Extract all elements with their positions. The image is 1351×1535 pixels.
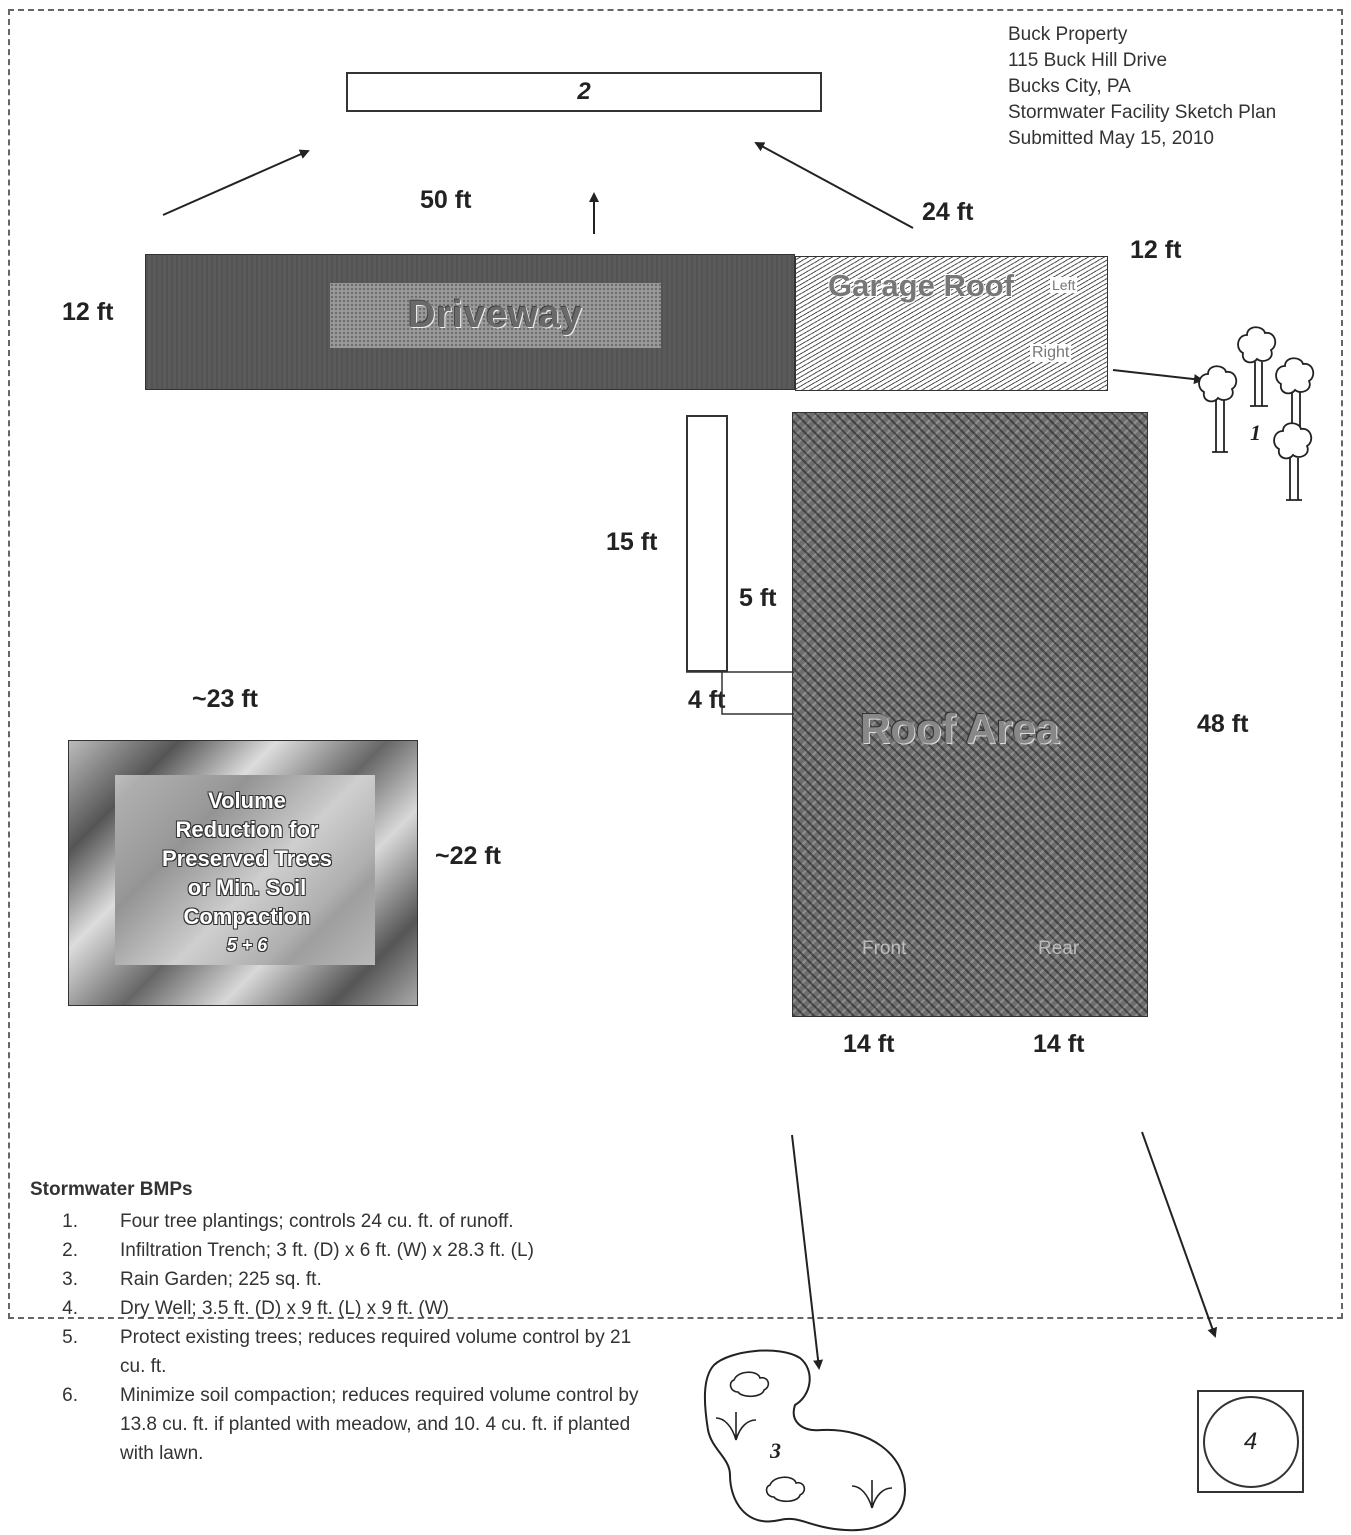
title-line-3: Bucks City, PA — [1008, 76, 1131, 97]
bmp-item-number: 1. — [62, 1211, 78, 1232]
bmp-item: 2. Infiltration Trench; 3 ft. (D) x 6 ft… — [30, 1236, 640, 1265]
roof-rear-label: Rear — [1038, 938, 1080, 959]
bmp-item-number: 2. — [62, 1240, 78, 1261]
dim-gutter-width: 4 ft — [688, 686, 726, 714]
bmp-item-number: 3. — [62, 1269, 78, 1290]
trees-number: 1 — [1250, 420, 1261, 445]
dry-well: 4 — [1197, 1390, 1304, 1493]
volume-line-1: Volume — [208, 788, 286, 813]
bmp-item-text: Minimize soil compaction; reduces requir… — [120, 1385, 639, 1464]
flow-arrow-trees — [1112, 369, 1204, 385]
driveway-label-panel: Driveway — [330, 283, 661, 348]
bmp-item: 6. Minimize soil compaction; reduces req… — [30, 1381, 640, 1468]
dry-well-circle: 4 — [1202, 1395, 1299, 1488]
roof-area-label: Roof Area — [860, 705, 1060, 752]
dim-garage-length: 24 ft — [922, 198, 974, 226]
bmp-item: 3. Rain Garden; 225 sq. ft. — [30, 1265, 640, 1294]
volume-reduction-label: Volume Reduction for Preserved Trees or … — [118, 786, 376, 960]
garage-roof-label: Garage Roof — [828, 268, 1015, 303]
roof-front-label: Front — [862, 938, 907, 959]
volume-line-6: 5 + 6 — [226, 935, 268, 955]
roof-area — [792, 412, 1148, 1017]
dim-garage-width: 12 ft — [1130, 236, 1182, 264]
dim-roof-rear-width: 14 ft — [1033, 1030, 1085, 1058]
garage-left-label: Left — [1050, 277, 1078, 293]
shrub-icon — [729, 1371, 770, 1398]
property-boundary — [8, 9, 1343, 1319]
bmp-legend-title: Stormwater BMPs — [30, 1179, 193, 1200]
flow-arrow-left — [162, 149, 310, 216]
trench-number: 2 — [577, 78, 591, 105]
title-line-4: Stormwater Facility Sketch Plan — [1008, 102, 1277, 123]
dim-gutter-to-roof: 5 ft — [739, 584, 777, 612]
flow-arrow-rain-garden — [791, 1134, 824, 1370]
flow-arrow-right — [754, 142, 914, 229]
dim-roof-front-width: 14 ft — [843, 1030, 895, 1058]
title-block: Buck Property 115 Buck Hill Drive Bucks … — [1008, 22, 1276, 152]
shrub-icon — [765, 1476, 806, 1503]
bmp-item: 1. Four tree plantings; controls 24 cu. … — [30, 1207, 640, 1236]
dim-roof-length: 48 ft — [1197, 710, 1249, 738]
tree-icon — [1237, 326, 1277, 407]
title-line-1: Buck Property — [1008, 24, 1128, 45]
title-line-2: 115 Buck Hill Drive — [1008, 50, 1168, 71]
bmp-item-number: 5. — [62, 1327, 78, 1348]
volume-line-5: Compaction — [183, 904, 311, 929]
dim-volume-height: ~22 ft — [435, 842, 502, 870]
volume-line-3: Preserved Trees — [161, 846, 333, 871]
tree-icon — [1198, 365, 1238, 453]
grass-icon — [715, 1412, 757, 1441]
dim-driveway-width: 12 ft — [62, 298, 114, 326]
tree-icon — [1273, 422, 1313, 501]
bmp-item: 5. Protect existing trees; reduces requi… — [30, 1323, 640, 1381]
bmp-item-number: 4. — [62, 1298, 78, 1319]
garage-right-label: Right — [1030, 344, 1072, 362]
grass-icon — [851, 1480, 893, 1509]
dry-well-number: 4 — [1243, 1427, 1258, 1455]
bmp-item-text: Four tree plantings; controls 24 cu. ft.… — [120, 1211, 514, 1232]
volume-line-4: or Min. Soil — [187, 875, 307, 900]
volume-line-2: Reduction for — [175, 817, 319, 842]
bmp-item-text: Protect existing trees; reduces required… — [120, 1327, 632, 1377]
dim-volume-width: ~23 ft — [192, 685, 259, 713]
rain-garden-number: 3 — [769, 1438, 781, 1463]
bmp-item-text: Dry Well; 3.5 ft. (D) x 9 ft. (L) x 9 ft… — [120, 1298, 450, 1319]
gutter-connector — [721, 672, 794, 715]
downspout-strip — [686, 415, 728, 672]
volume-reduction-panel — [115, 775, 375, 965]
bmp-item-text: Infiltration Trench; 3 ft. (D) x 6 ft. (… — [120, 1240, 534, 1261]
bmp-item-number: 6. — [62, 1385, 78, 1406]
driveway-label: Driveway — [408, 294, 583, 336]
flow-arrow-dry-well — [1141, 1131, 1218, 1338]
dim-gutter-length: 15 ft — [606, 528, 658, 556]
bmp-item: 4. Dry Well; 3.5 ft. (D) x 9 ft. (L) x 9… — [30, 1294, 640, 1323]
bmp-item-text: Rain Garden; 225 sq. ft. — [120, 1269, 322, 1290]
title-line-5: Submitted May 15, 2010 — [1008, 128, 1214, 149]
dim-driveway-length: 50 ft — [420, 186, 472, 214]
bmp-legend: Stormwater BMPs 1. Four tree plantings; … — [30, 1179, 640, 1468]
infiltration-trench: 2 — [346, 72, 822, 112]
